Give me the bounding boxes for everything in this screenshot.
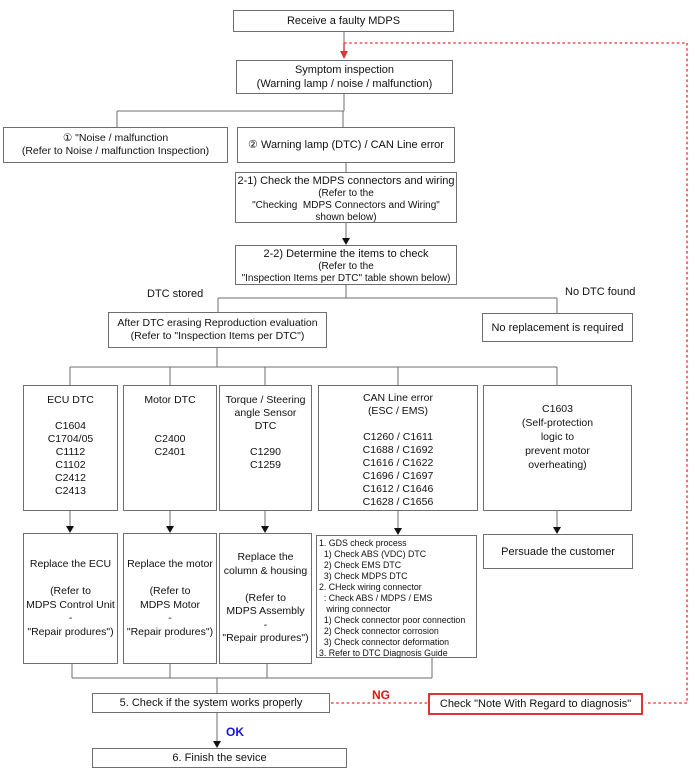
- node-text: Replace the column & housing (Refer to M…: [222, 551, 309, 645]
- node-text: After DTC erasing Reproduction evaluatio…: [117, 316, 318, 343]
- node-text: 1. GDS check process 1) Check ABS (VDC) …: [319, 538, 466, 658]
- node-text: ① "Noise / malfunction (Refer to Noise /…: [21, 131, 210, 158]
- node-symptom-inspection: Symptom inspection (Warning lamp / noise…: [236, 60, 453, 94]
- node-can-line-error: CAN Line error (ESC / EMS) C1260 / C1611…: [318, 385, 478, 511]
- node-text: CAN Line error (ESC / EMS) C1260 / C1611…: [362, 392, 434, 508]
- node-receive-faulty-mdps: Receive a faulty MDPS: [233, 10, 454, 32]
- node-finish-service: 6. Finish the sevice: [92, 748, 347, 768]
- node-text: Replace the motor (Refer to MDPS Motor -…: [126, 558, 214, 638]
- branch-label-ok: OK: [226, 725, 244, 739]
- node-text: 5. Check if the system works properly: [119, 697, 303, 709]
- node-title: 2-2) Determine the items to check: [263, 248, 429, 260]
- node-torque-steering-sensor-dtc: Torque / Steering angle Sensor DTC C1290…: [219, 385, 312, 511]
- node-no-replacement-required: No replacement is required: [482, 313, 633, 342]
- node-text: ECU DTC C1604 C1704/05 C1112 C1102 C2412…: [47, 394, 94, 497]
- node-subtext: (Refer to the "Inspection Items per DTC"…: [241, 261, 451, 284]
- node-text: Motor DTC C2400 C2401: [144, 394, 196, 458]
- node-ecu-dtc: ECU DTC C1604 C1704/05 C1112 C1102 C2412…: [23, 385, 118, 511]
- node-title: 2-1) Check the MDPS connectors and wirin…: [237, 175, 455, 187]
- node-determine-items: 2-2) Determine the items to check (Refer…: [235, 245, 457, 285]
- node-c1603-self-protection: C1603 (Self-protection logic to prevent …: [483, 385, 632, 511]
- red-arrow-icon: [340, 43, 348, 59]
- node-replace-motor: Replace the motor (Refer to MDPS Motor -…: [123, 533, 217, 664]
- node-text: Replace the ECU (Refer to MDPS Control U…: [26, 558, 115, 638]
- node-text: Persuade the customer: [501, 545, 615, 558]
- node-text: Symptom inspection (Warning lamp / noise…: [256, 64, 433, 90]
- node-check-system-works: 5. Check if the system works properly: [92, 693, 330, 713]
- node-text: Torque / Steering angle Sensor DTC C1290…: [225, 394, 306, 471]
- node-text: C1603 (Self-protection logic to prevent …: [521, 403, 594, 471]
- node-check-connectors-wiring: 2-1) Check the MDPS connectors and wirin…: [235, 172, 457, 223]
- branch-label-ng: NG: [372, 688, 390, 702]
- node-text: Check "Note With Regard to diagnosis": [439, 698, 632, 710]
- node-text: No replacement is required: [491, 321, 624, 334]
- node-persuade-customer: Persuade the customer: [483, 534, 633, 569]
- node-note-with-regard-to-diagnosis: Check "Note With Regard to diagnosis": [428, 693, 643, 715]
- node-text: Receive a faulty MDPS: [286, 15, 401, 27]
- node-after-dtc-erasing: After DTC erasing Reproduction evaluatio…: [108, 312, 327, 348]
- node-replace-column-housing: Replace the column & housing (Refer to M…: [219, 533, 312, 664]
- node-text: 6. Finish the sevice: [172, 752, 267, 764]
- node-gds-check-process: 1. GDS check process 1) Check ABS (VDC) …: [316, 535, 477, 658]
- branch-label-no-dtc-found: No DTC found: [565, 286, 636, 298]
- node-subtext: (Refer to the "Checking MDPS Connectors …: [252, 188, 440, 223]
- node-replace-ecu: Replace the ECU (Refer to MDPS Control U…: [23, 533, 118, 664]
- node-motor-dtc: Motor DTC C2400 C2401: [123, 385, 217, 511]
- node-noise-malfunction: ① "Noise / malfunction (Refer to Noise /…: [3, 127, 228, 163]
- node-warning-lamp-can-error: ② Warning lamp (DTC) / CAN Line error: [237, 127, 455, 163]
- node-text: ② Warning lamp (DTC) / CAN Line error: [248, 139, 444, 151]
- branch-label-dtc-stored: DTC stored: [147, 288, 204, 300]
